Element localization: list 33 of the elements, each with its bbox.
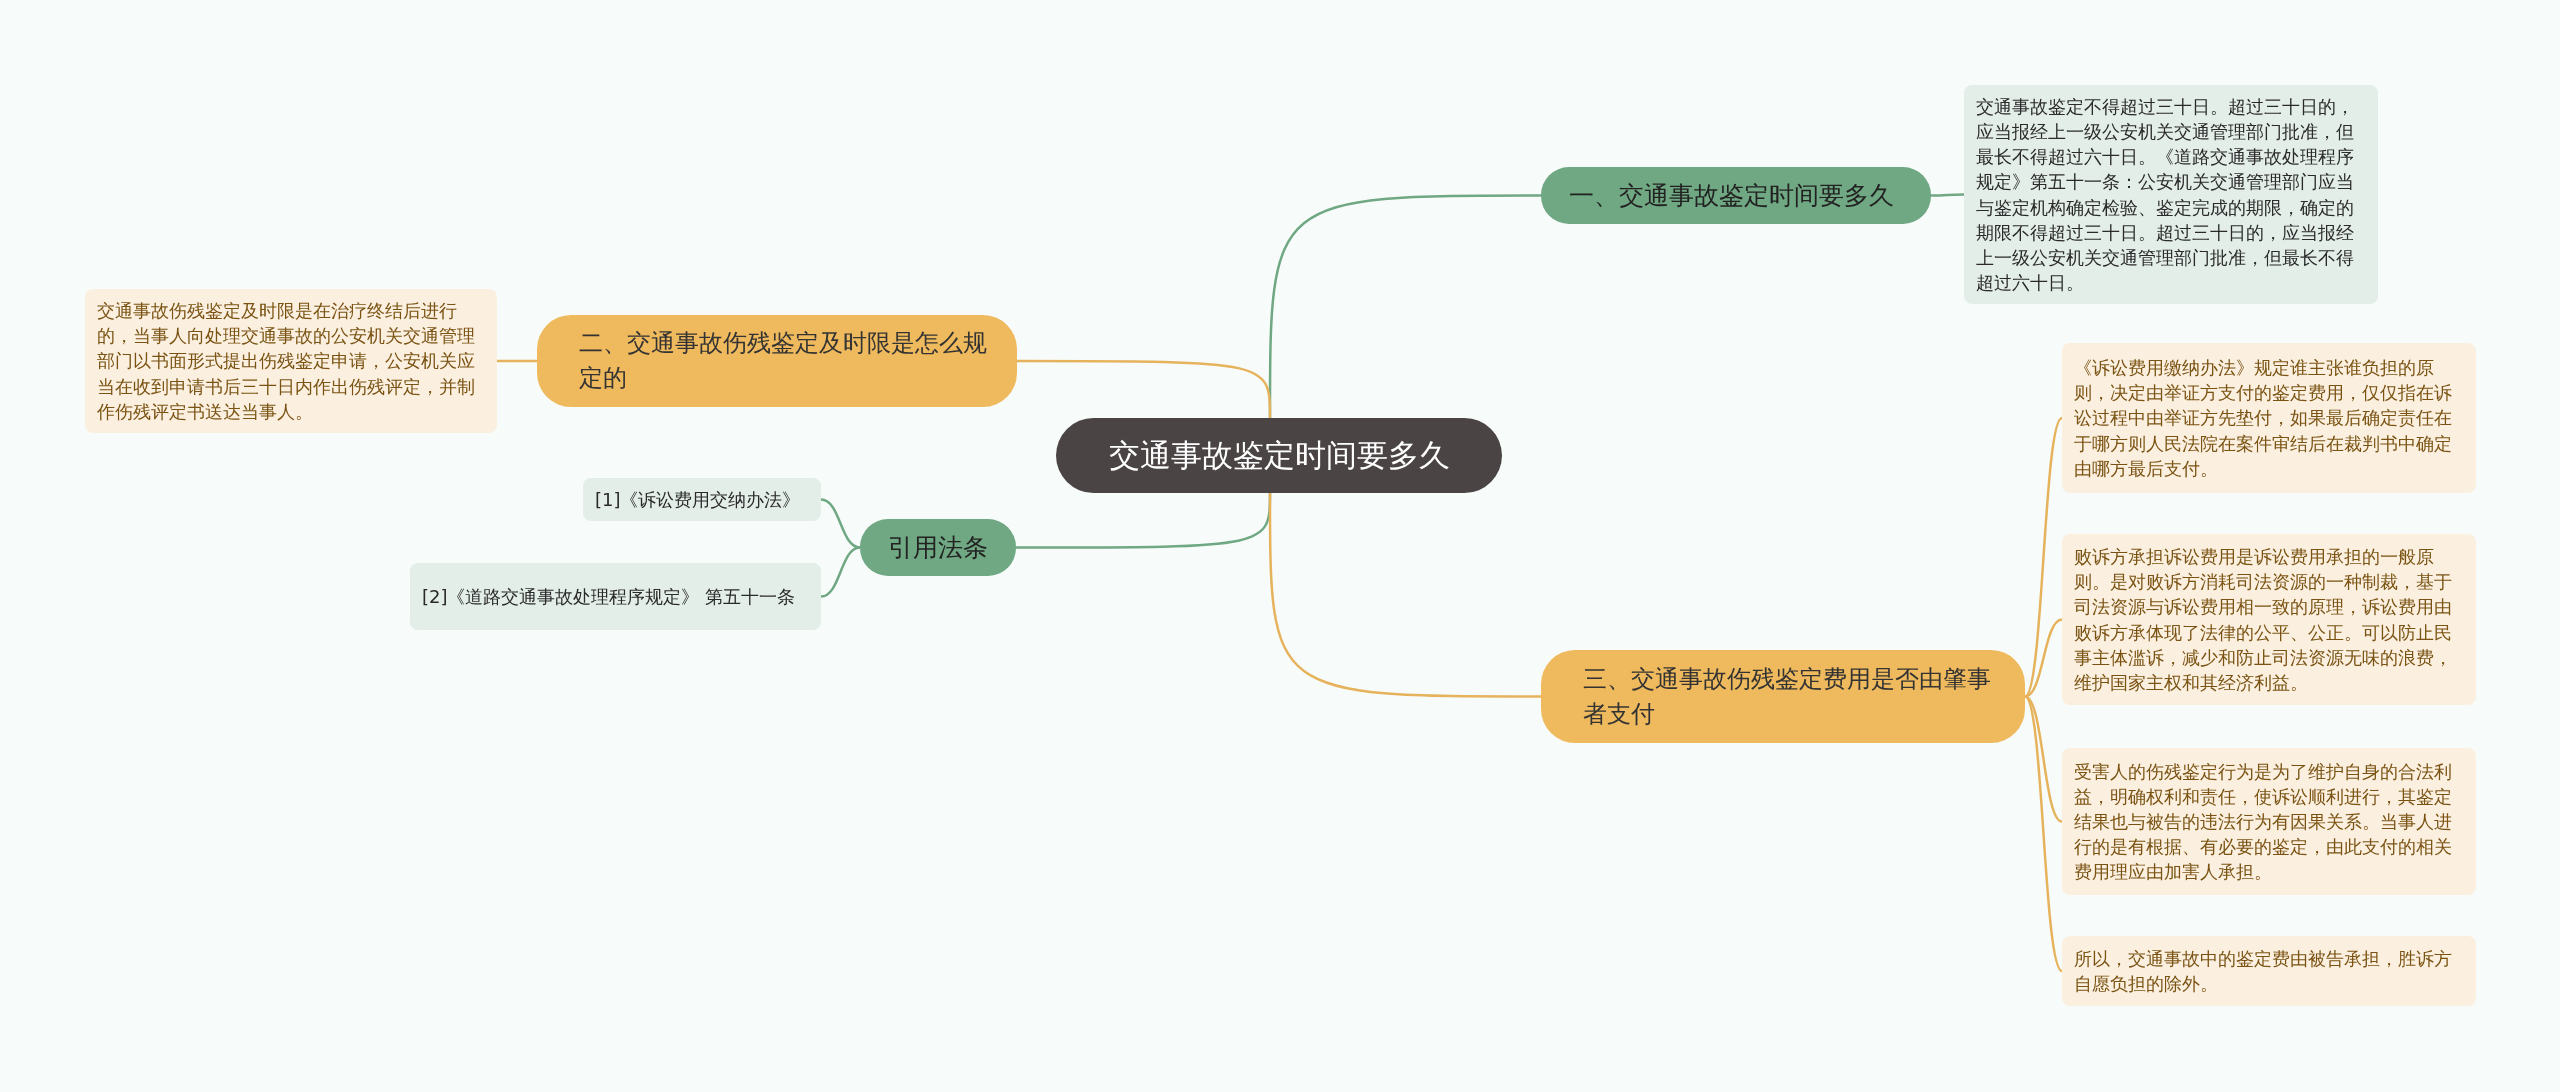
node-text: 所以，交通事故中的鉴定费由被告承担，胜诉方自愿负担的除外。 [2074, 946, 2453, 996]
topic-pill [537, 315, 1017, 407]
note-card [2062, 534, 2476, 705]
connector-line [497, 359, 537, 363]
connector-line [1017, 359, 1272, 418]
note-card [2062, 748, 2476, 895]
connector-line [2024, 618, 2063, 698]
node-text: 一、交通事故鉴定时间要多久 [1569, 180, 1894, 212]
connector-line [820, 498, 861, 549]
node-text: 引用法条 [888, 532, 988, 564]
node-text: 三、交通事故伤残鉴定费用是否由肇事者支付 [1583, 663, 1992, 730]
node-text: [2]《道路交通事故处理程序规定》 第五十一条 [422, 584, 796, 609]
note-card [2062, 343, 2476, 493]
node-text: 败诉方承担诉讼费用是诉讼费用承担的一般原则。是对败诉方消耗司法资源的一种制裁，基于司法资源与诉讼费用相一致的原理，诉讼费用由败诉方承体现了法律的公平、公正。可以防止民事主体滥诉，减少和防止司法资源无味的浪费，维护国家主权和其经济利益。 [2074, 544, 2453, 695]
citation-card [410, 563, 821, 630]
citation-card [583, 478, 821, 521]
note-card [1964, 85, 2378, 304]
node-text: 二、交通事故伤残鉴定及时限是怎么规定的 [579, 328, 988, 394]
connector-line [2024, 695, 2063, 972]
node-text: 《诉讼费用缴纳办法》规定谁主张谁负担的原则，决定由举证方支付的鉴定费用，仅仅指在诉讼过程中由举证方先垫付，如果最后确定责任在于哪方则人民法院在案件审结后在裁判书中确定由哪方最后支付。 [2074, 356, 2453, 481]
node-text: 交通事故鉴定不得超过三十日。超过三十日的，应当报经上一级公安机关交通管理部门批准，但最长不得超过六十日。《道路交通事故处理程序规定》第五十一条：公安机关交通管理部门应当与鉴定机构确定检验、鉴定完成的期限，确定的期限不得超过三十日。超过三十日的，应当报经上一级公安机关交通管理部门批准，但最长不得超过六十日。 [1976, 94, 2355, 296]
connector-line [2024, 695, 2063, 823]
connector-line [1268, 493, 1541, 698]
note-card [2062, 936, 2476, 1006]
node-text: 交通事故鉴定时间要多久 [1108, 435, 1450, 475]
node-text: 交通事故伤残鉴定及时限是在治疗终结后进行的，当事人向处理交通事故的公安机关交通管理部门以书面形式提出伤残鉴定申请，公安机关应当在收到申请书后三十日内作出伤残评定，并制作伤残评定书送达当事人。 [97, 299, 476, 424]
node-text: 受害人的伤残鉴定行为是为了维护自身的合法利益，明确权利和责任，使诉讼顺利进行，其鉴定结果也与被告的违法行为有因果关系。当事人进行的是有根据、有必要的鉴定，由此支付的相关费用理应由加害人承担。 [2074, 759, 2453, 885]
note-card [85, 289, 497, 433]
connector-line [2024, 417, 2063, 698]
connector-line [820, 546, 861, 598]
connector-line [1931, 193, 1964, 197]
node-text: [1]《诉讼费用交纳办法》 [595, 487, 801, 512]
topic-pill [1541, 650, 2025, 743]
